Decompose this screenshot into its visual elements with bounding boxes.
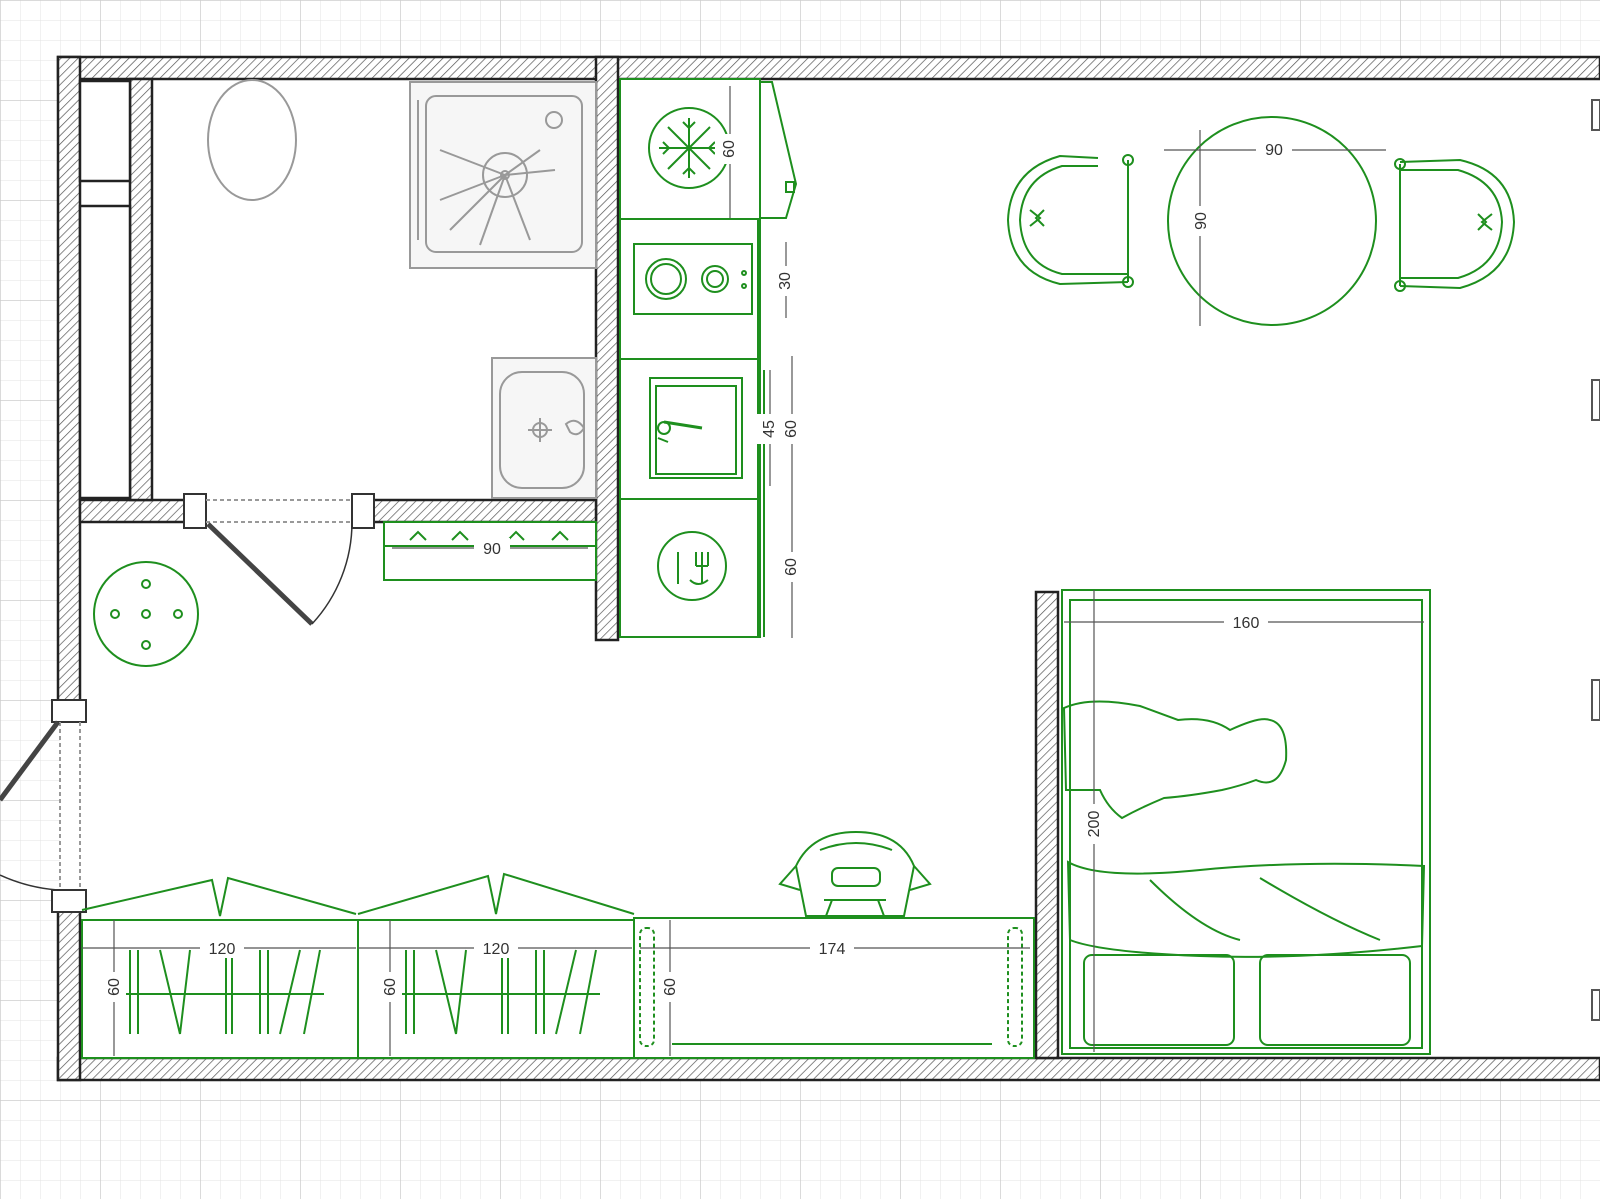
- dishwasher-icon: [657, 531, 727, 601]
- bathroom-door: [183, 493, 375, 626]
- wall-closets: [78, 79, 132, 500]
- pillow-left: [1083, 954, 1235, 1046]
- walls: [56, 55, 1600, 1082]
- kitchen-counter: [619, 78, 765, 638]
- bed-sheet-drape: [1062, 700, 1288, 820]
- dim-fridge-depth: 60: [721, 140, 738, 158]
- dining-chair-left: [1006, 154, 1134, 288]
- bed: [1061, 589, 1431, 1055]
- dining-chair-right: [1394, 158, 1516, 292]
- cooktop-burners: [633, 243, 753, 315]
- wall-left-lower: [56, 894, 82, 1082]
- dim-cooktop-width: 30: [777, 272, 794, 290]
- bathroom-sink: [491, 357, 597, 499]
- wall-bath-left: [128, 77, 154, 502]
- dim-dishwasher-depth: 60: [783, 558, 800, 576]
- window-marks: [1591, 99, 1600, 1021]
- dim-sink-depth: 60: [783, 420, 800, 438]
- dim-wardrobe-2-width: 120: [483, 941, 510, 958]
- dishwasher-unit: [619, 498, 761, 638]
- dim-bed-width: 160: [1233, 615, 1260, 632]
- dim-wardrobe-1-depth: 60: [106, 978, 123, 996]
- wall-bath-bottom-right: [360, 498, 598, 524]
- closet-small: [78, 79, 132, 183]
- dim-bed-length: 200: [1086, 811, 1103, 838]
- dim-desk-depth: 60: [662, 978, 679, 996]
- wall-top: [56, 55, 1600, 81]
- dim-hall-shelf-width: 90: [483, 541, 501, 558]
- entrance-door: [0, 699, 87, 913]
- wall-left-upper: [56, 55, 82, 707]
- fridge-door: [759, 81, 798, 219]
- toilet: [207, 79, 297, 201]
- wall-bath-right: [594, 55, 620, 642]
- pillow-right: [1259, 954, 1411, 1046]
- cooktop-unit: [619, 218, 761, 360]
- wall-bottom: [56, 1056, 1600, 1082]
- dim-wardrobe-1-width: 120: [209, 941, 236, 958]
- dim-wardrobe-2-depth: 60: [382, 978, 399, 996]
- shower: [409, 81, 597, 269]
- dimension-labels: 60 30 45 60 60 90 90 90 160 200 120 60 1…: [104, 134, 1292, 1002]
- dim-table-width: 90: [1265, 142, 1283, 159]
- closet-tall: [78, 204, 132, 500]
- wall-bath-bottom-left: [78, 498, 194, 524]
- kitchen-sink: [649, 377, 743, 479]
- dim-table-depth: 90: [1193, 212, 1210, 230]
- wall-bed-partition: [1034, 590, 1060, 1060]
- dining-table: [1167, 116, 1377, 326]
- desk-chair: [778, 830, 932, 917]
- dim-sink-width: 45: [761, 420, 778, 438]
- dim-desk-width: 174: [819, 941, 846, 958]
- bed-blanket: [1066, 860, 1426, 958]
- pouf-ottoman: [93, 561, 199, 667]
